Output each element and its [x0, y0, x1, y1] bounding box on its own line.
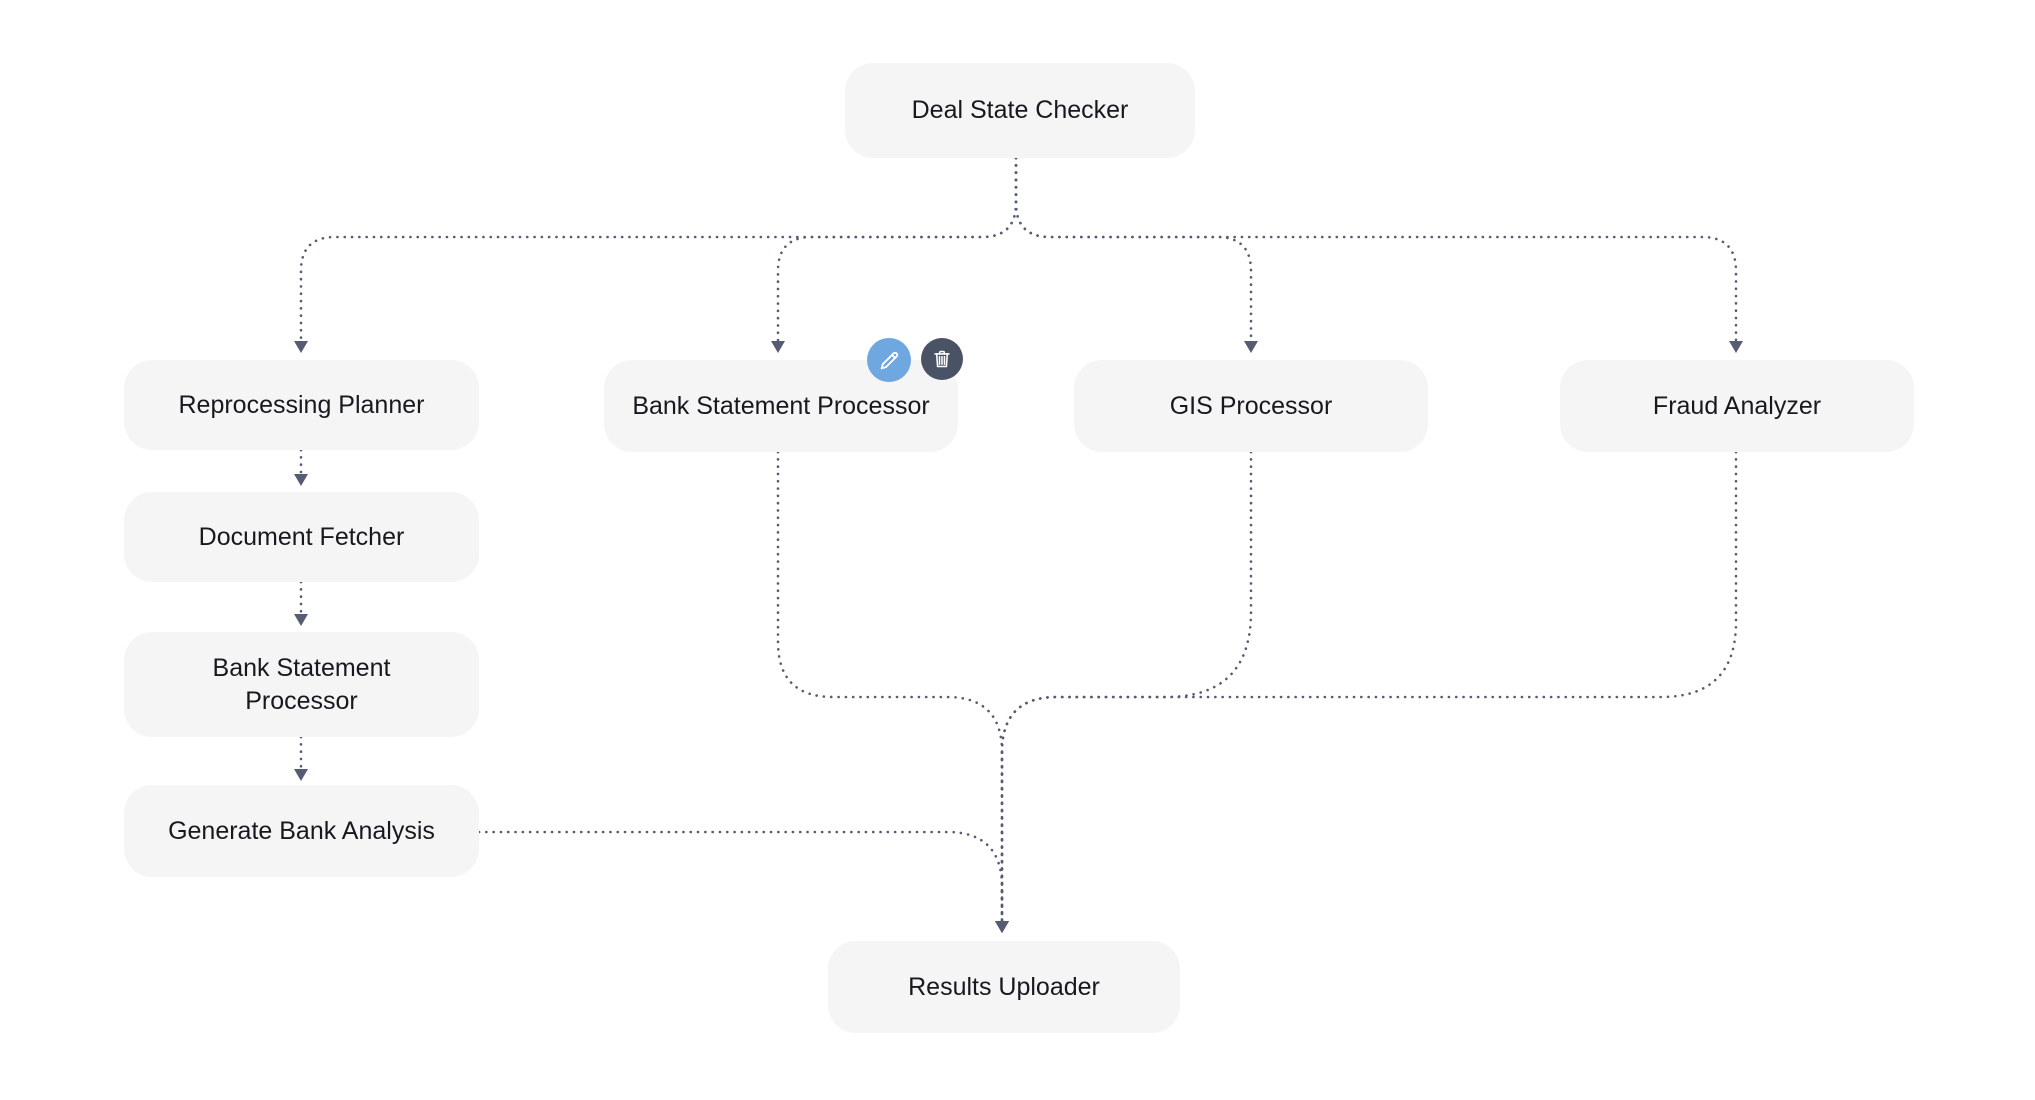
edge-deal-to-reprocessing: [294, 156, 1018, 353]
node-label: GIS Processor: [1169, 391, 1333, 420]
node-label: Generate Bank Analysis: [168, 816, 435, 845]
node-label: Document Fetcher: [198, 522, 405, 551]
edge-deal-to-bank-statement-processor: [771, 156, 1018, 353]
edge-bank-statement-processor-to-results: [776, 450, 1009, 933]
edge-gis-processor-to-results: [995, 450, 1253, 933]
edge-deal-to-fraud-analyzer: [1014, 156, 1743, 353]
node-reprocessing-planner[interactable]: Reprocessing Planner: [124, 360, 479, 450]
node-bank-statement-processor-left[interactable]: Bank Statement Processor: [124, 632, 479, 737]
node-deal-state-checker[interactable]: Deal State Checker: [845, 63, 1195, 158]
node-label: Results Uploader: [908, 972, 1100, 1001]
delete-node-button[interactable]: [921, 338, 963, 380]
node-label: Deal State Checker: [911, 96, 1129, 125]
edge-generate-bank-analysis-to-results: [477, 830, 1009, 933]
pencil-icon: [878, 349, 901, 372]
node-gis-processor[interactable]: GIS Processor: [1074, 360, 1428, 452]
node-document-fetcher[interactable]: Document Fetcher: [124, 492, 479, 582]
edge-fraud-analyzer-to-results: [995, 450, 1738, 933]
trash-icon: [931, 348, 953, 370]
node-fraud-analyzer[interactable]: Fraud Analyzer: [1560, 360, 1914, 452]
node-generate-bank-analysis[interactable]: Generate Bank Analysis: [124, 785, 479, 877]
node-label: Fraud Analyzer: [1652, 391, 1822, 420]
node-bank-statement-processor-middle[interactable]: Bank Statement Processor: [604, 338, 963, 452]
edge-deal-to-gis-processor: [1014, 156, 1258, 353]
edit-node-button[interactable]: [867, 338, 911, 382]
node-label: Bank Statement Processor: [212, 654, 391, 715]
node-results-uploader[interactable]: Results Uploader: [828, 941, 1180, 1033]
node-label: Reprocessing Planner: [178, 390, 425, 419]
node-label: Bank Statement Processor: [632, 391, 930, 420]
